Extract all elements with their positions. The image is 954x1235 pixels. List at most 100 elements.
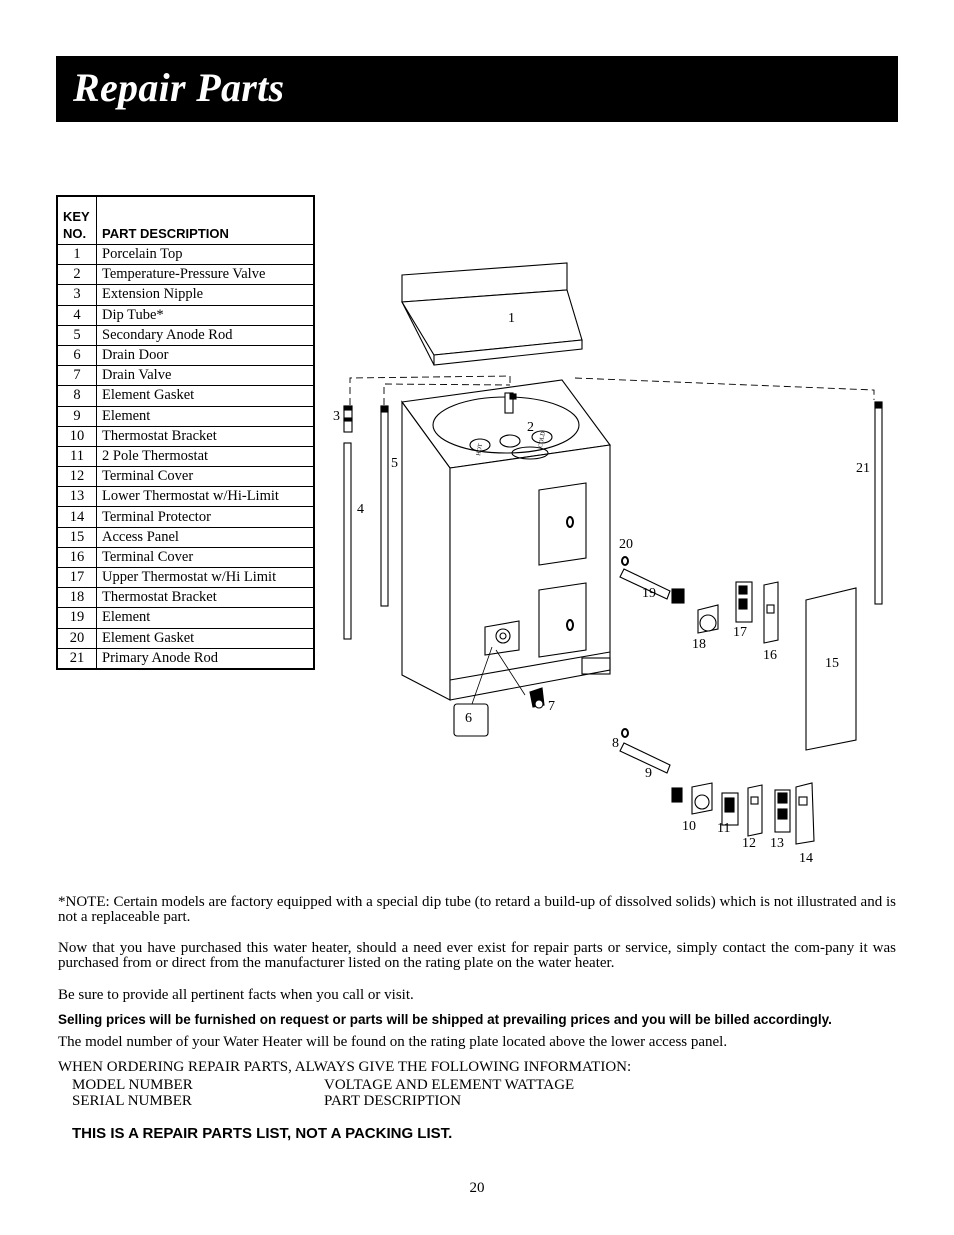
callout-3: 3 <box>333 409 340 424</box>
two-pole-thermostat-drawing <box>721 792 739 826</box>
part-description: Temperature-Pressure Valve <box>96 264 315 286</box>
order-item-serial-number: SERIAL NUMBER <box>72 1093 192 1109</box>
part-description: Drain Door <box>96 344 315 367</box>
upper-thermostat-bracket-drawing <box>697 604 719 634</box>
part-description: Thermostat Bracket <box>96 587 315 609</box>
part-key-number: 5 <box>56 324 97 346</box>
callout-18: 18 <box>692 637 706 652</box>
upper-element-drawing <box>619 568 685 604</box>
part-key-number: 7 <box>56 365 97 387</box>
part-description: 2 Pole Thermostat <box>96 445 315 468</box>
upper-element-gasket-drawing <box>621 556 629 566</box>
part-description: Access Panel <box>96 526 315 548</box>
part-description: Element Gasket <box>96 385 315 407</box>
part-key-number: 6 <box>56 344 97 367</box>
part-description: Element <box>96 405 315 427</box>
part-key-number: 21 <box>56 647 97 670</box>
callout-16: 16 <box>763 648 777 663</box>
secondary-anode-rod-drawing <box>380 405 389 607</box>
access-panel-drawing <box>805 587 857 751</box>
primary-anode-rod-drawing <box>874 401 883 605</box>
callout-17: 17 <box>733 625 747 640</box>
title-bar: Repair Parts <box>56 56 898 122</box>
dip-tube-drawing <box>343 442 352 640</box>
part-key-number: 10 <box>56 425 97 447</box>
part-description-header: PART DESCRIPTION <box>96 195 315 245</box>
ordering-heading: WHEN ORDERING REPAIR PARTS, ALWAYS GIVE … <box>58 1059 632 1075</box>
water-heater-cabinet <box>401 379 611 701</box>
part-key-number: 12 <box>56 466 97 488</box>
part-key-number: 9 <box>56 405 97 427</box>
part-key-number: 8 <box>56 385 97 407</box>
not-packing-list-notice: THIS IS A REPAIR PARTS LIST, NOT A PACKI… <box>72 1125 453 1142</box>
part-description: Element Gasket <box>96 627 315 649</box>
part-description: Terminal Protector <box>96 506 315 528</box>
callout-6: 6 <box>465 711 472 726</box>
drain-door-drawing <box>453 703 489 737</box>
lower-element-drawing <box>619 742 683 803</box>
part-key-number: 18 <box>56 587 97 609</box>
part-key-number: 19 <box>56 607 97 629</box>
part-description: Element <box>96 607 315 629</box>
hot-label: HOT <box>476 443 484 457</box>
part-description: Upper Thermostat w/Hi Limit <box>96 566 315 589</box>
lower-thermostat-bracket-drawing <box>691 782 713 815</box>
part-description: Secondary Anode Rod <box>96 324 315 346</box>
callout-8: 8 <box>612 736 619 751</box>
lower-thermostat-drawing <box>774 789 791 833</box>
part-key-number: 4 <box>56 304 97 326</box>
extension-nipple-drawing <box>343 405 353 433</box>
callout-14: 14 <box>799 851 813 866</box>
part-key-number: 20 <box>56 627 97 649</box>
part-key-number: 13 <box>56 486 97 508</box>
lower-terminal-cover-drawing <box>747 784 763 837</box>
lower-element-gasket-drawing <box>621 728 629 738</box>
part-description: Lower Thermostat w/Hi-Limit <box>96 486 315 508</box>
upper-thermostat-drawing <box>735 581 753 623</box>
terminal-protector-drawing <box>795 782 815 845</box>
part-description: Terminal Cover <box>96 546 315 569</box>
callout-1: 1 <box>508 311 515 326</box>
part-description: Dip Tube* <box>96 304 315 326</box>
dip-tube-note: *NOTE: Certain models are factory equipp… <box>58 894 896 925</box>
purchase-paragraph: Now that you have purchased this water h… <box>58 940 896 971</box>
part-description: Thermostat Bracket <box>96 425 315 447</box>
callout-19: 19 <box>642 586 656 601</box>
order-item-part-description: PART DESCRIPTION <box>324 1093 462 1109</box>
callout-10: 10 <box>682 819 696 834</box>
part-key-number: 17 <box>56 566 97 589</box>
selling-prices-paragraph: Selling prices will be furnished on requ… <box>58 1012 832 1027</box>
part-key-number: 15 <box>56 526 97 548</box>
callout-5: 5 <box>391 456 398 471</box>
part-key-number: 3 <box>56 284 97 306</box>
part-description: Primary Anode Rod <box>96 647 315 670</box>
callout-9: 9 <box>645 766 652 781</box>
key-header-line1: KEY <box>63 209 90 224</box>
part-description: Extension Nipple <box>96 284 315 306</box>
callout-12: 12 <box>742 836 756 851</box>
callout-20: 20 <box>619 537 633 552</box>
order-item-model-number: MODEL NUMBER <box>72 1077 193 1093</box>
page-title: Repair Parts <box>73 65 285 110</box>
